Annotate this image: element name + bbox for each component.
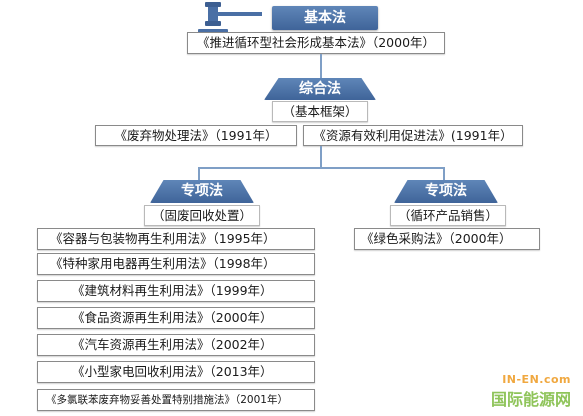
resource-utilization-law-box: 《资源有效利用促进法》(1991年） <box>303 125 523 146</box>
home-appliance-law-box: 《特种家用电器再生利用法》（1998年） <box>37 253 315 275</box>
pcb-waste-law-box: 《多氯联苯废弃物妥善处置特别措施法》（2001年） <box>37 389 315 411</box>
special-law-solid-waste-header: 专项法 <box>150 180 254 203</box>
green-procurement-law-box: 《绿色采购法》（2000年） <box>354 228 540 250</box>
connector-line <box>320 54 322 78</box>
watermark-logo: IN-EN.com 国际能源网 <box>491 373 571 410</box>
container-packaging-law-box: 《容器与包装物再生利用法》（1995年） <box>37 228 315 250</box>
waste-disposal-law-box: 《废弃物处理法》（1991年） <box>95 125 297 146</box>
special-law-solid-waste-subtitle: （固废回收处置） <box>144 205 260 226</box>
construction-materials-law-box: 《建筑材料再生利用法》（1999年） <box>37 280 315 302</box>
comprehensive-law-subtitle: （基本框架） <box>272 101 368 122</box>
watermark-bottom-text: 国际能源网 <box>490 390 571 409</box>
connector-line <box>320 146 322 168</box>
comprehensive-law-header: 综合法 <box>264 78 376 100</box>
basic-law-box: 《推进循环型社会形成基本法》（2000年） <box>187 32 445 54</box>
special-law-recycled-products-header: 专项法 <box>394 180 498 203</box>
special-law-recycled-products-subtitle: （循环产品销售） <box>390 205 506 226</box>
connector-line <box>443 167 445 180</box>
watermark-top-text: IN-EN.com <box>502 373 571 386</box>
connector-line <box>198 167 200 180</box>
small-appliance-law-box: 《小型家电回收利用法》（2013年） <box>37 361 315 383</box>
gavel-icon <box>198 2 262 35</box>
food-resources-law-box: 《食品资源再生利用法》（2000年） <box>37 307 315 329</box>
connector-line <box>198 167 444 169</box>
basic-law-header: 基本法 <box>272 6 378 30</box>
automobile-resources-law-box: 《汽车资源再生利用法》（2002年） <box>37 334 315 356</box>
